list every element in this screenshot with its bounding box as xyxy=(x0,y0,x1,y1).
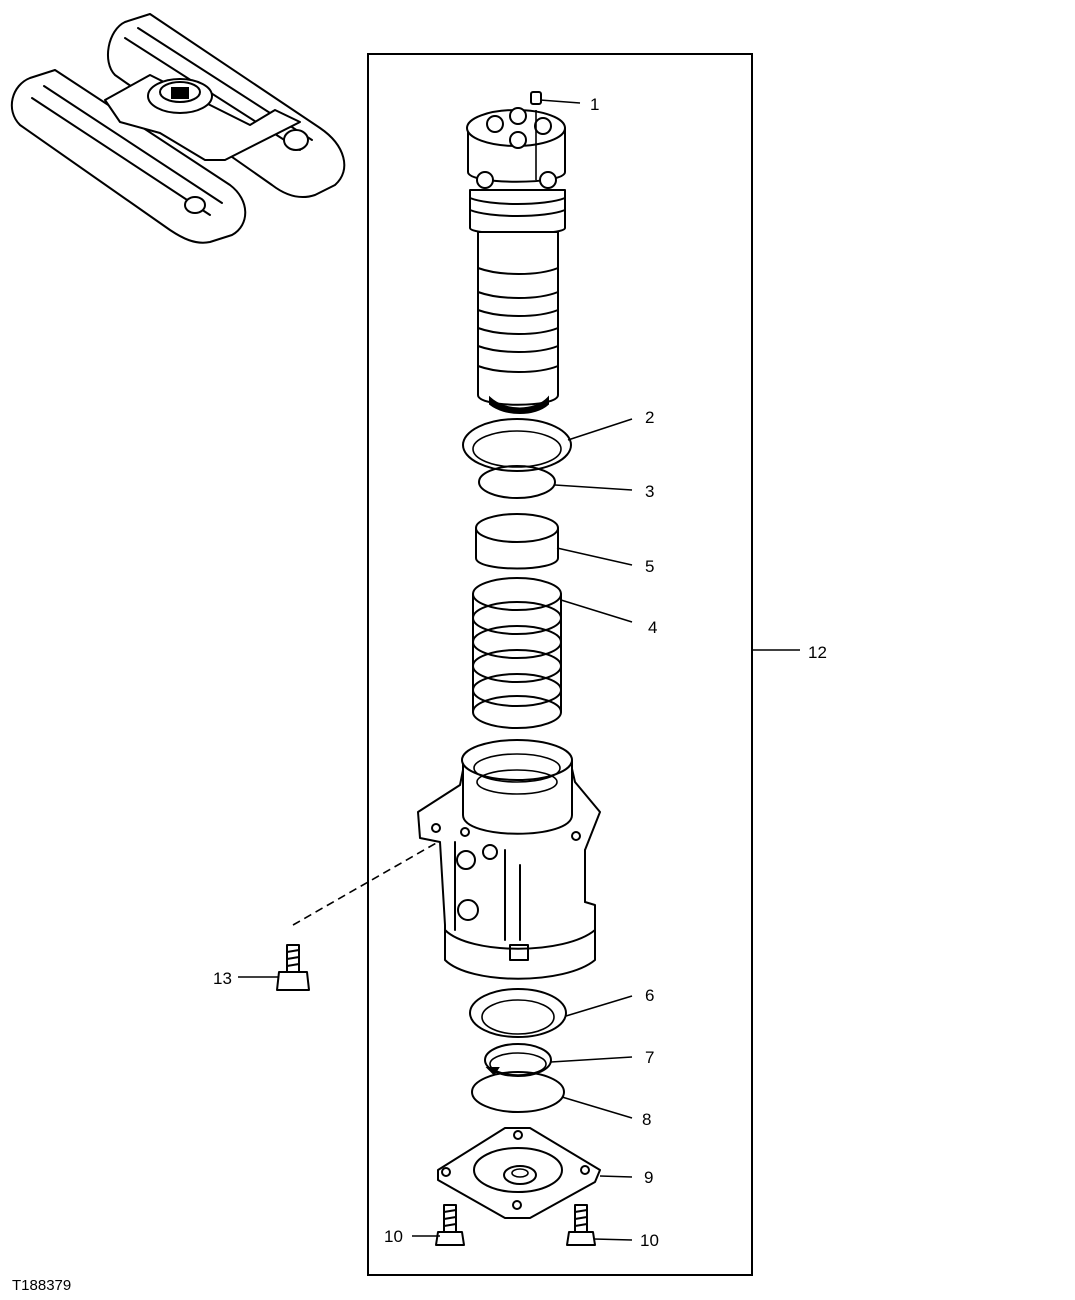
callout-4: 4 xyxy=(648,618,657,637)
part-housing xyxy=(417,739,601,980)
leader-lines xyxy=(238,99,800,1241)
callout-10-right: 10 xyxy=(640,1231,659,1250)
callout-12: 12 xyxy=(808,643,827,662)
callout-10-left: 10 xyxy=(384,1227,403,1246)
callout-9: 9 xyxy=(644,1168,653,1187)
part-o-ring-3 xyxy=(478,465,556,499)
part-plug xyxy=(530,91,542,105)
part-bolt-10-right xyxy=(566,1204,596,1246)
assembly-frame xyxy=(367,53,753,1276)
figure-id: T188379 xyxy=(12,1277,71,1294)
callout-6: 6 xyxy=(645,986,654,1005)
part-ring-6 xyxy=(469,988,567,1038)
part-collar-5 xyxy=(475,513,559,570)
part-o-ring-8 xyxy=(471,1071,565,1113)
locator-track-frame xyxy=(10,13,346,244)
bolt-13-install-path xyxy=(292,841,439,926)
part-cover-9 xyxy=(437,1127,601,1219)
part-snap-ring-7 xyxy=(484,1043,552,1077)
callout-3: 3 xyxy=(645,482,654,501)
callout-1: 1 xyxy=(590,95,599,114)
callout-13: 13 xyxy=(213,969,232,988)
part-bolt-10-left xyxy=(435,1204,465,1246)
callout-2: 2 xyxy=(645,408,654,427)
part-bolt-13 xyxy=(276,944,310,991)
part-rotor xyxy=(466,107,566,414)
callout-8: 8 xyxy=(642,1110,651,1129)
part-ring-2 xyxy=(462,418,572,472)
callout-5: 5 xyxy=(645,557,654,576)
part-spring-4 xyxy=(472,577,562,729)
callout-7: 7 xyxy=(645,1048,654,1067)
